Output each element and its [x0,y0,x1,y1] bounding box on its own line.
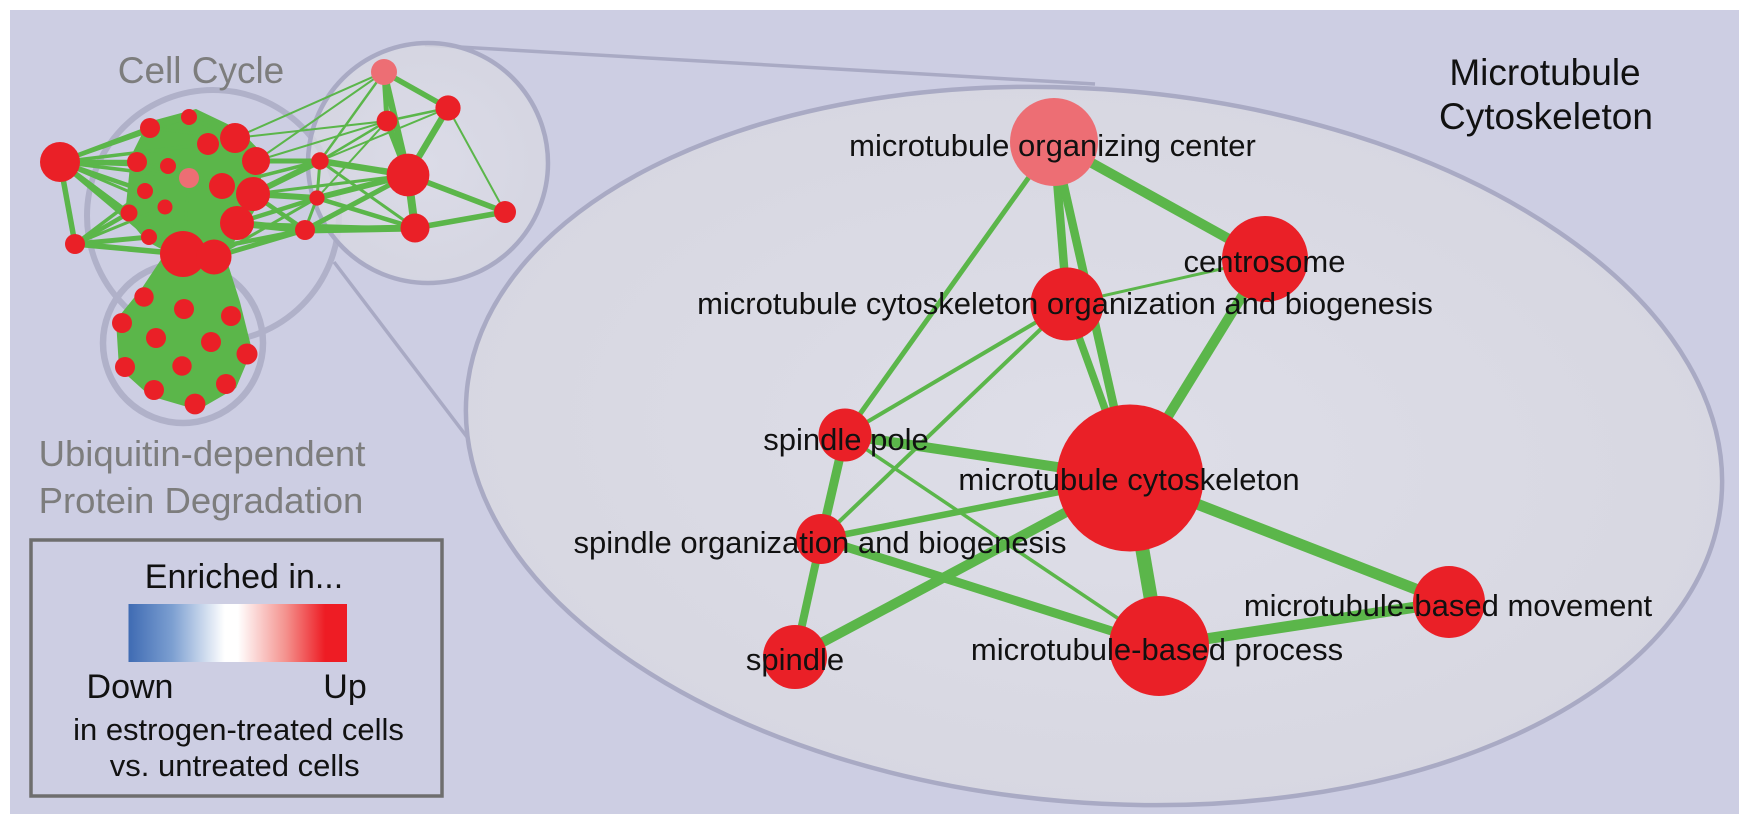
svg-text:microtubule organizing center: microtubule organizing center [849,128,1256,163]
svg-text:spindle organization and bioge: spindle organization and biogenesis [574,525,1067,560]
svg-text:Protein Degradation: Protein Degradation [39,480,364,521]
svg-text:Cell Cycle: Cell Cycle [118,50,285,91]
svg-text:microtubule-based movement: microtubule-based movement [1244,588,1653,623]
svg-text:microtubule-based process: microtubule-based process [971,632,1343,667]
svg-text:vs. untreated cells: vs. untreated cells [110,748,360,783]
svg-text:Down: Down [87,668,174,706]
svg-text:microtubule cytoskeleton: microtubule cytoskeleton [958,462,1299,497]
svg-text:Cytoskeleton: Cytoskeleton [1439,96,1653,137]
svg-text:Up: Up [323,668,366,706]
svg-text:Enriched in...: Enriched in... [145,558,343,596]
svg-text:spindle pole: spindle pole [763,422,928,457]
svg-text:Microtubule: Microtubule [1449,52,1640,93]
svg-text:Ubiquitin-dependent: Ubiquitin-dependent [39,433,366,474]
svg-text:spindle: spindle [746,642,844,677]
svg-text:in estrogen-treated cells: in estrogen-treated cells [73,712,404,747]
svg-text:centrosome: centrosome [1184,244,1346,279]
svg-text:microtubule cytoskeleton organ: microtubule cytoskeleton organization an… [697,286,1433,321]
